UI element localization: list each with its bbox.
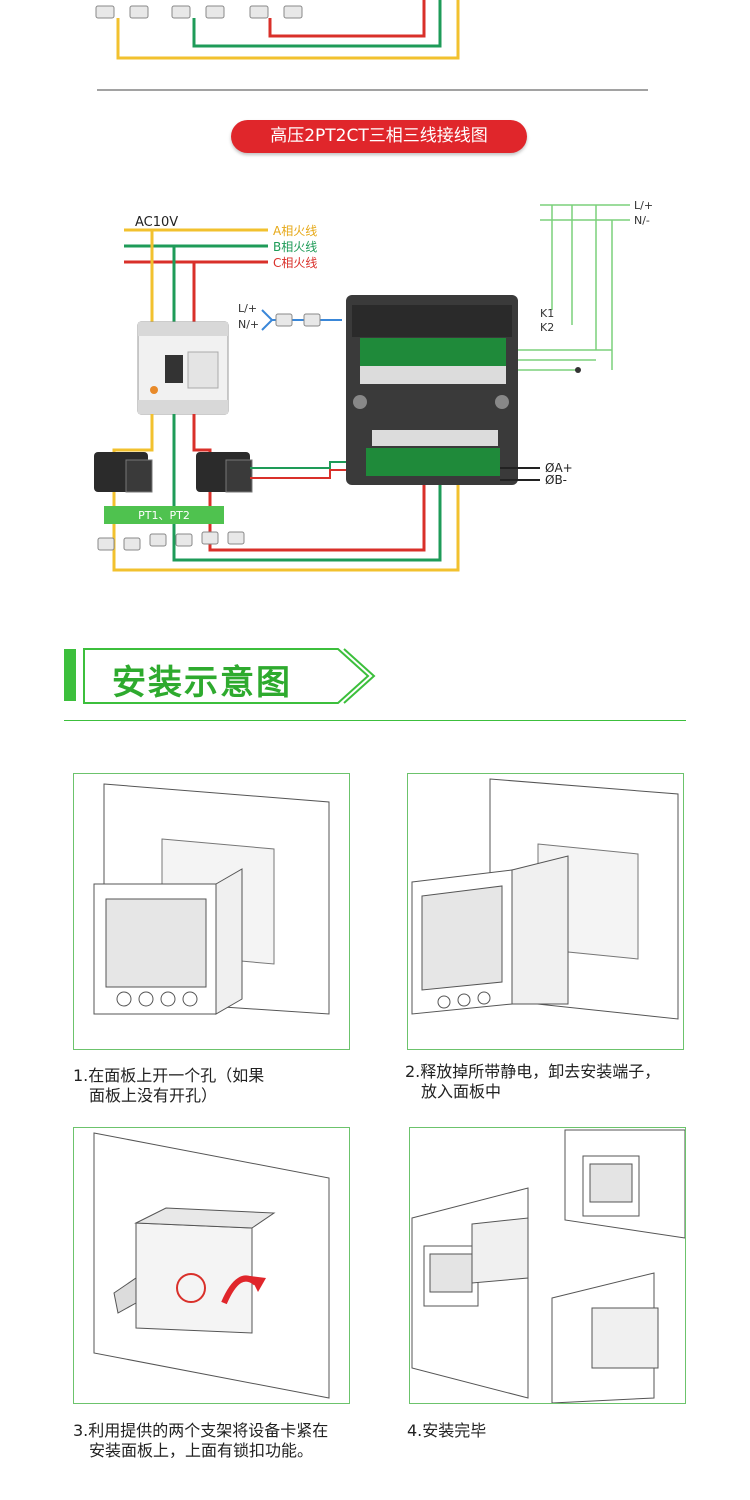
supply-voltage-label: AC10V <box>135 215 178 230</box>
phase-a-label: A相火线 <box>273 224 317 238</box>
diagram-title-badge: 高压2PT2CT三相三线接线图 <box>231 120 527 153</box>
aux-l-label: L/+ <box>238 302 257 315</box>
rs485-b-label: ØB- <box>545 473 567 487</box>
relay-n-label: N/- <box>634 214 650 227</box>
section-accent-bar <box>64 649 76 701</box>
pt-fuses <box>97 531 245 551</box>
step-3-line1: 3.利用提供的两个支架将设备卡紧在 <box>73 1421 329 1440</box>
step-4-caption: 4.安装完毕 <box>407 1421 707 1441</box>
k1-label: K1 <box>540 307 554 320</box>
step-2-illustration <box>407 773 684 1050</box>
aux-n-label: N/+ <box>238 318 259 331</box>
section-underline <box>64 720 686 721</box>
k2-label: K2 <box>540 321 554 334</box>
current-transformer-1 <box>94 452 153 493</box>
step-1-line1: 1.在面板上开一个孔（如果 <box>73 1066 265 1085</box>
step-3-illustration <box>73 1127 350 1404</box>
section-header: 安装示意图 <box>64 647 686 722</box>
step-4-illustration <box>409 1127 686 1404</box>
section-title: 安装示意图 <box>112 663 292 703</box>
step-2-line2: 放入面板中 <box>421 1082 502 1101</box>
phase-b-label: B相火线 <box>273 240 317 254</box>
fuse-row-top <box>95 5 303 19</box>
step-2-caption: 2.释放掉所带静电，卸去安装端子， 放入面板中 <box>405 1062 725 1102</box>
rs485-a-label: ØA+ <box>545 461 573 475</box>
step-2-line1: 2.释放掉所带静电，卸去安装端子， <box>405 1062 661 1081</box>
pt-label: PT1、PT2 <box>138 509 190 522</box>
top-wiring-fragment <box>95 0 648 91</box>
relay-l-label: L/+ <box>634 199 653 212</box>
wiring-diagram: AC10V A相火线 B相火线 C相火线 PT1、PT2 L/+ N/+ <box>94 199 653 572</box>
current-transformer-2 <box>196 452 253 493</box>
phase-c-label: C相火线 <box>273 256 317 270</box>
step-1-illustration <box>73 773 350 1050</box>
step-1-caption: 1.在面板上开一个孔（如果 面板上没有开孔） <box>73 1066 363 1106</box>
section-title-frame <box>83 648 376 704</box>
circuit-breaker <box>137 321 229 415</box>
step-3-caption: 3.利用提供的两个支架将设备卡紧在 安装面板上，上面有锁扣功能。 <box>73 1421 403 1461</box>
meter-rear-view <box>346 295 518 485</box>
step-4-line1: 4.安装完毕 <box>407 1421 487 1440</box>
step-1-line2: 面板上没有开孔） <box>89 1086 218 1105</box>
step-3-line2: 安装面板上，上面有锁扣功能。 <box>89 1441 314 1460</box>
